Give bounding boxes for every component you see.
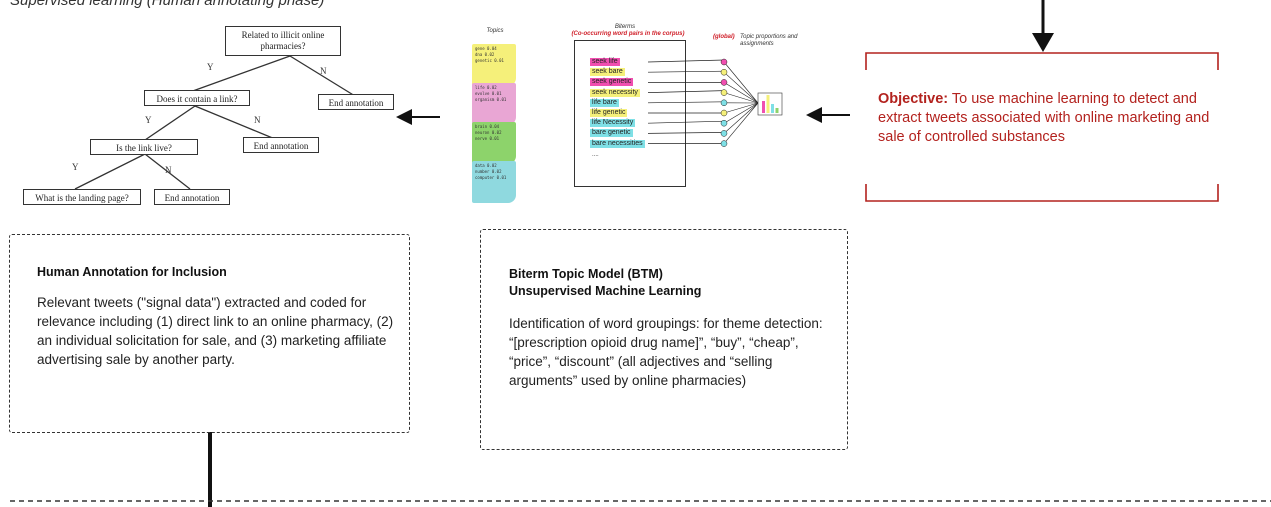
topic-dot: [720, 99, 728, 107]
tree-label-y: Y: [207, 62, 214, 72]
tree-branch-q3-y: [74, 153, 146, 190]
objective-bracket-bottom: [865, 184, 1219, 202]
topic-word: organism 0.01: [475, 97, 507, 102]
assignment-line: [647, 101, 725, 104]
biterm-row: seek bare: [590, 68, 625, 77]
topic-dot: [720, 140, 728, 147]
tree-branch-q1-n: [289, 55, 356, 97]
assignment-line: [647, 132, 725, 134]
biterm-row: life genetic: [590, 109, 628, 117]
proportion-line: [723, 102, 759, 144]
topic-word: data 0.02: [475, 163, 497, 168]
tree-label-n: N: [254, 115, 261, 125]
biterms-ellipsis: ....: [592, 152, 599, 158]
topic-word: number 0.02: [475, 169, 502, 174]
biterm-row: seek life: [590, 58, 620, 66]
topic-word: life 0.02: [475, 85, 497, 90]
biterm-row: life Necessity: [590, 119, 636, 128]
proportion-bar: [771, 104, 774, 113]
proportion-line: [723, 102, 759, 114]
proportion-line: [723, 102, 759, 134]
human-annotation-box: [9, 234, 410, 433]
objective-label: Objective:: [878, 91, 949, 107]
topic-word: computer 0.01: [475, 175, 507, 180]
topic-word: genetic 0.01: [475, 58, 504, 63]
tree-branch-q2-y: [144, 105, 196, 141]
proportion-bar: [762, 101, 765, 113]
biterm-row: seek necessity: [590, 88, 640, 97]
tree-end-annotation-2: End annotation: [243, 137, 319, 153]
topic-dot: [720, 109, 728, 117]
proportion-line: [723, 61, 759, 104]
tree-branch-q2-n: [194, 105, 276, 140]
assignment-line: [647, 59, 725, 63]
biterm-row: seek genetic: [590, 78, 634, 87]
global-label: (global): [713, 34, 735, 40]
proportion-line: [723, 71, 759, 104]
btm-body: Identification of word groupings: for th…: [509, 316, 823, 388]
topic-word: evolve 0.01: [475, 91, 502, 96]
phase-header: Supervised learning (Human annotating ph…: [10, 0, 325, 9]
topic-dot: [720, 130, 728, 137]
proportion-line: [723, 82, 759, 104]
topic-word: brain 0.04: [475, 124, 500, 129]
topic-dot: [720, 89, 728, 96]
btm-title-line2: Unsupervised Machine Learning: [509, 284, 702, 298]
tree-question-illicit: Related to illicit online pharmacies?: [225, 26, 341, 56]
biterm-row: bare necessities: [590, 139, 645, 148]
tree-label-y: Y: [145, 115, 152, 125]
human-annotation-content: Human Annotation for Inclusion Relevant …: [37, 264, 397, 369]
tree-label-n: N: [320, 66, 327, 76]
objective-bracket-top: [865, 52, 1219, 70]
topic-dot: [720, 58, 728, 66]
topic-word: neuron 0.02: [475, 130, 502, 135]
tree-end-annotation-3: End annotation: [154, 189, 230, 205]
assignment-line: [647, 90, 725, 93]
btm-box-content: Biterm Topic Model (BTM) Unsupervised Ma…: [509, 266, 829, 390]
tree-branch-q1-y: [189, 55, 291, 93]
proportion-bar: [775, 108, 779, 113]
btm-box: [480, 229, 848, 450]
tree-question-landing: What is the landing page?: [23, 189, 141, 205]
topic-word: nerve 0.01: [475, 136, 500, 141]
objective-description: To use machine learning to detect and ex…: [878, 91, 1210, 145]
topic-assignment-graphic: [647, 58, 783, 147]
proportion-bar: [766, 95, 770, 113]
tree-question-link: Does it contain a link?: [144, 90, 250, 106]
tree-branch-q3-n: [144, 153, 191, 190]
assignment-line: [647, 120, 725, 124]
biterm-row: bare genetic: [590, 129, 633, 138]
tree-label-y: Y: [72, 162, 79, 172]
biterms-sub-label: (Co-occurring word pairs in the corpus): [571, 31, 685, 37]
tree-question-live: Is the link live?: [90, 139, 198, 155]
topic-dot: [720, 119, 728, 127]
tree-end-annotation-1: End annotation: [318, 94, 394, 110]
tree-label-n: N: [165, 165, 172, 175]
topic-dot: [720, 68, 728, 76]
objective-text: Objective: To use machine learning to de…: [878, 90, 1218, 147]
proportions-label: Topic proportions and assignments: [740, 34, 798, 47]
topic-word: gene 0.04: [475, 46, 497, 51]
topic-dot: [720, 79, 728, 86]
human-annotation-title: Human Annotation for Inclusion: [37, 265, 227, 279]
proportion-line: [723, 102, 759, 124]
topic-word: dna 0.02: [475, 52, 495, 57]
assignment-line: [647, 70, 725, 73]
btm-title-line1: Biterm Topic Model (BTM): [509, 267, 663, 281]
arrow-down-head: [1032, 33, 1054, 52]
proportion-line: [723, 92, 759, 104]
human-annotation-body: Relevant tweets ("signal data") extracte…: [37, 295, 394, 367]
biterm-row: life bare: [590, 98, 619, 107]
topics-label: Topics: [486, 28, 504, 34]
biterms-label: Biterms: [614, 24, 636, 30]
